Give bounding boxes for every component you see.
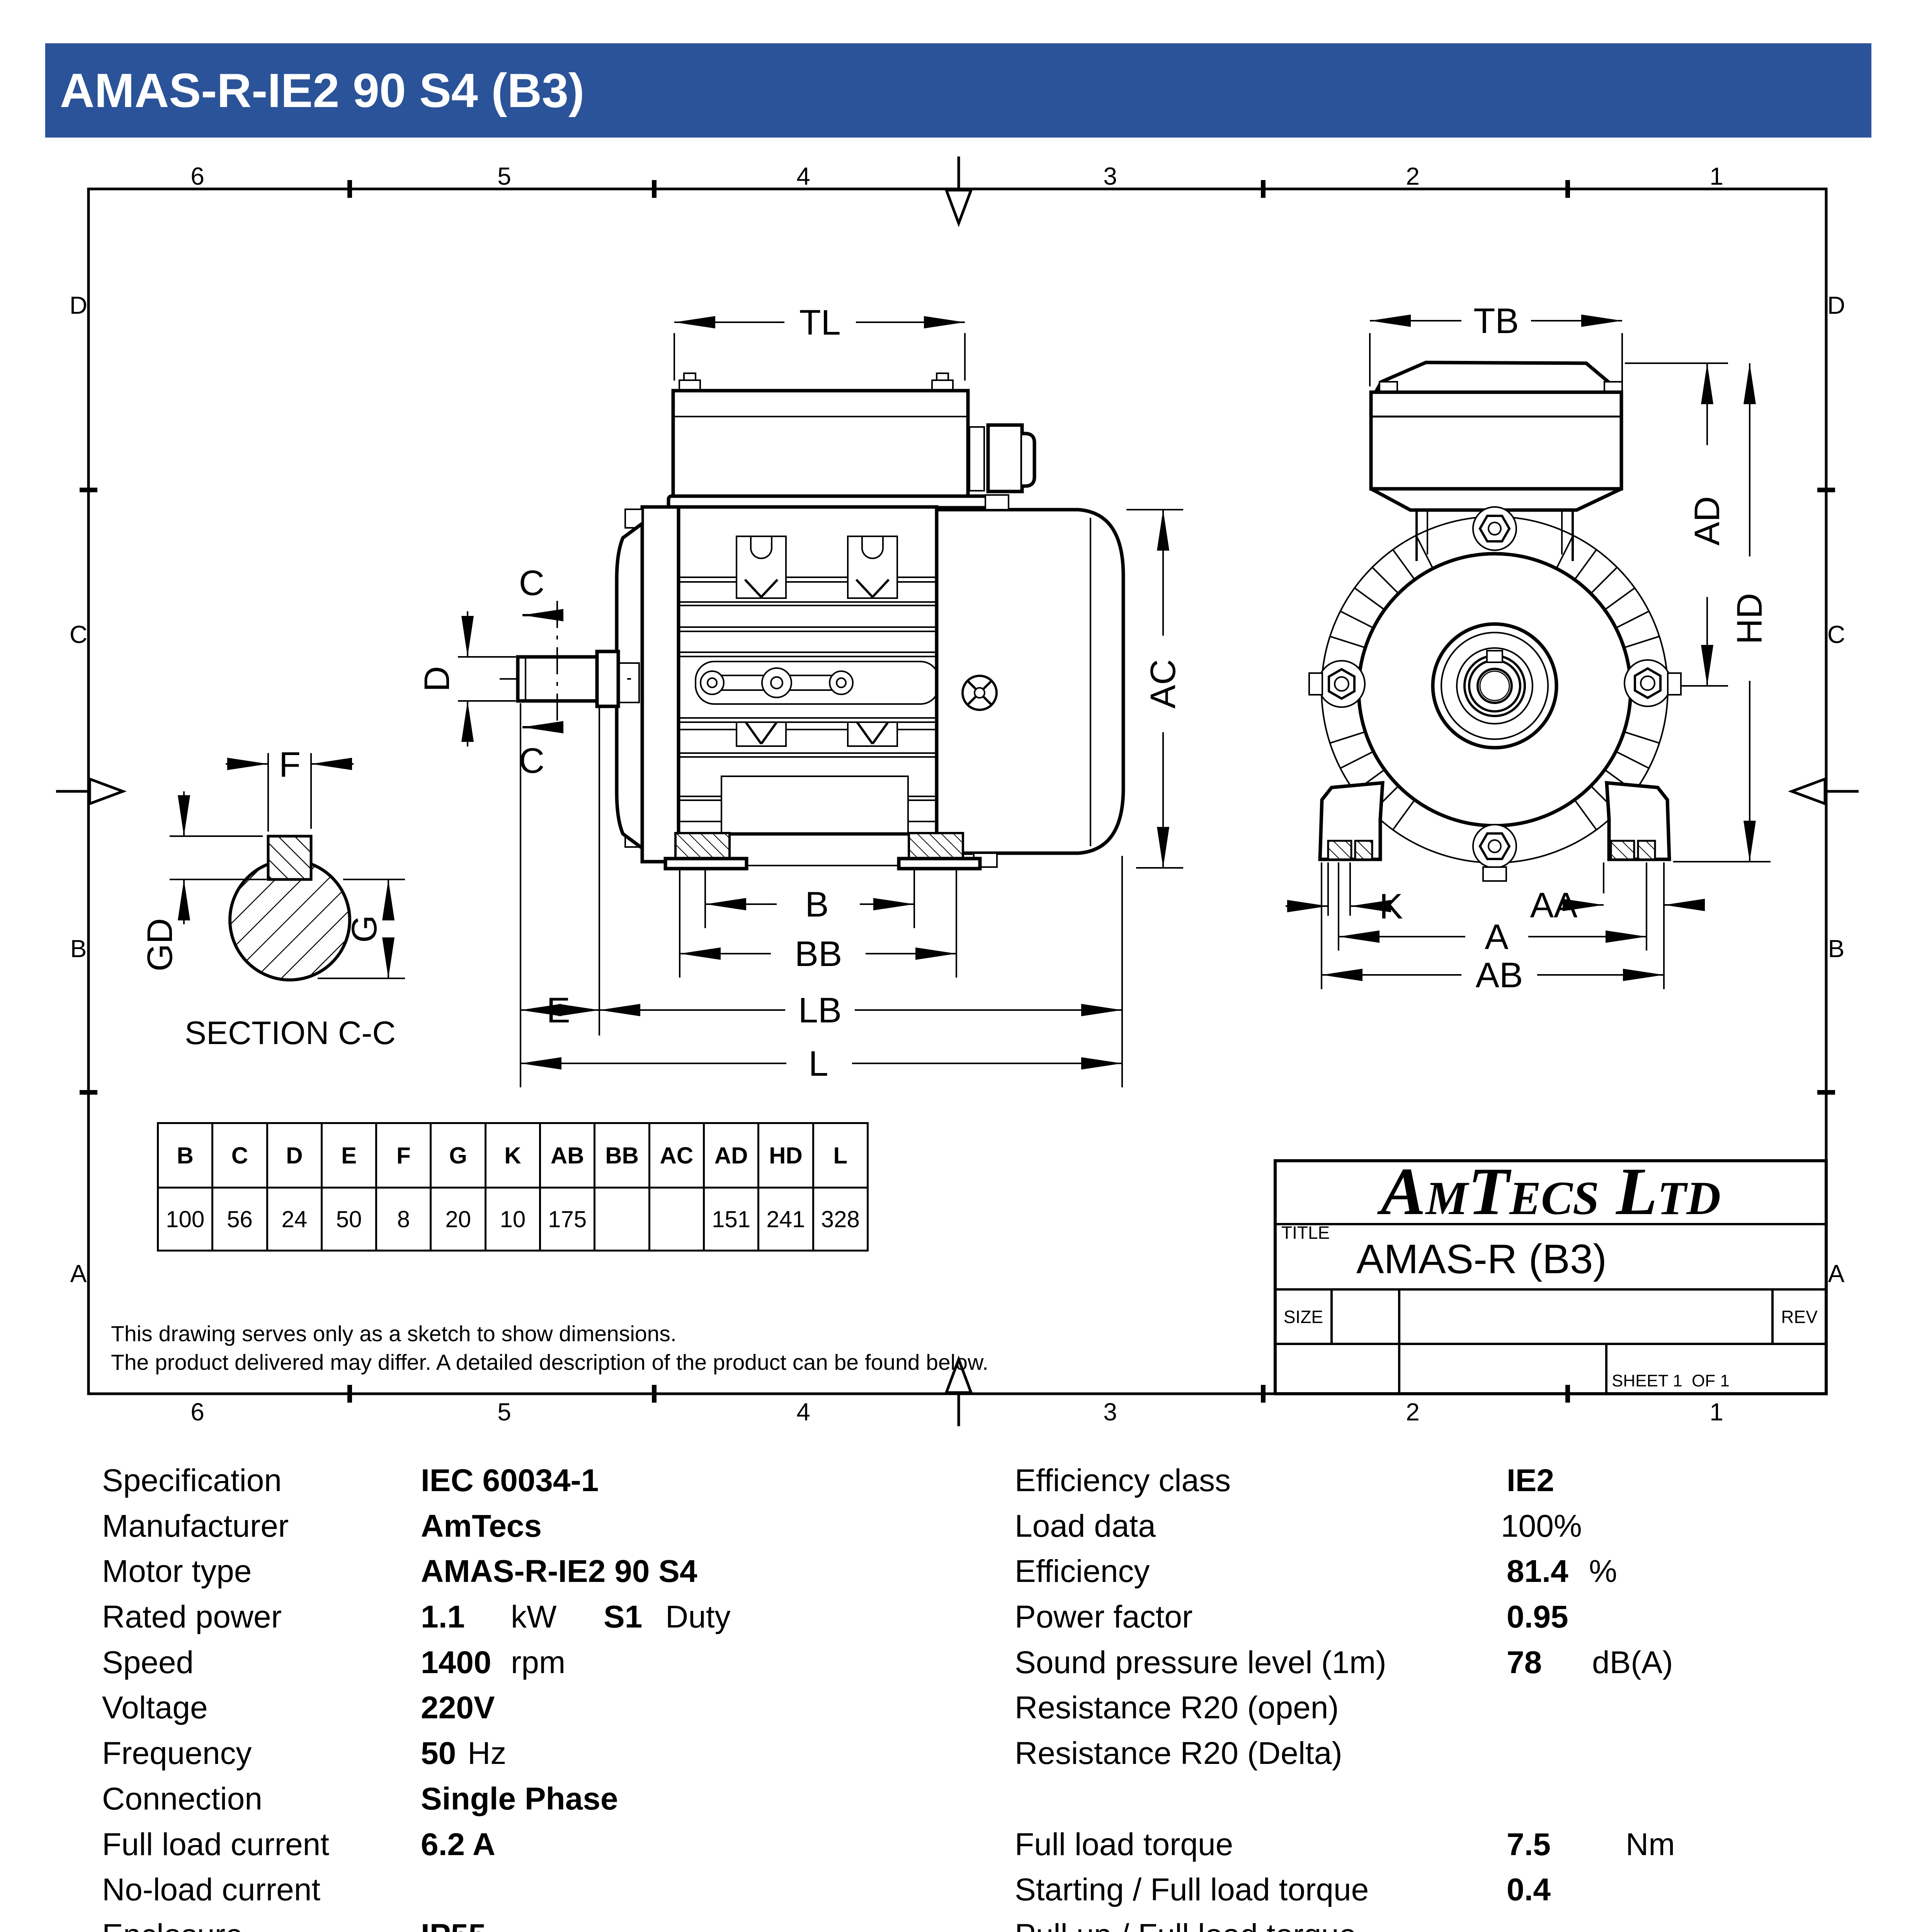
svg-text:LB: LB [798,991,842,1030]
svg-text:GD: GD [140,918,180,971]
svg-text:G: G [345,915,384,943]
svg-text:6: 6 [191,1398,204,1426]
svg-text:TB: TB [1473,301,1519,341]
svg-text:B: B [70,935,87,963]
svg-text:B: B [805,885,828,924]
svg-text:C: C [519,741,544,781]
svg-text:3: 3 [1103,162,1117,190]
svg-text:3: 3 [1103,1398,1117,1426]
svg-text:5: 5 [497,162,511,190]
svg-text:D: D [417,666,457,692]
svg-text:AC: AC [1143,659,1183,709]
svg-text:1: 1 [1709,1398,1723,1426]
svg-text:HD: HD [1730,593,1769,645]
svg-text:D: D [70,291,87,319]
svg-text:D: D [1827,291,1845,319]
svg-text:AB: AB [1476,956,1523,995]
svg-text:5: 5 [497,1398,511,1426]
svg-text:B: B [1828,935,1845,963]
svg-text:AA: AA [1530,886,1578,925]
svg-text:SECTION C-C: SECTION C-C [185,1015,396,1051]
svg-text:A: A [70,1260,87,1287]
svg-text:L: L [808,1044,828,1083]
svg-text:K: K [1379,887,1403,926]
svg-text:BB: BB [795,934,842,974]
svg-text:4: 4 [796,1398,810,1426]
svg-text:C: C [1827,621,1845,648]
svg-text:6: 6 [191,162,204,190]
svg-text:E: E [546,991,570,1030]
svg-text:F: F [279,745,301,784]
svg-text:C: C [519,563,544,603]
svg-text:2: 2 [1406,1398,1420,1426]
svg-text:A: A [1485,917,1509,957]
svg-text:AD: AD [1687,496,1727,546]
svg-text:TL: TL [799,303,840,342]
svg-text:2: 2 [1406,162,1420,190]
svg-text:A: A [1828,1260,1845,1287]
svg-text:4: 4 [796,162,810,190]
svg-text:1: 1 [1709,162,1723,190]
svg-text:C: C [70,621,87,648]
